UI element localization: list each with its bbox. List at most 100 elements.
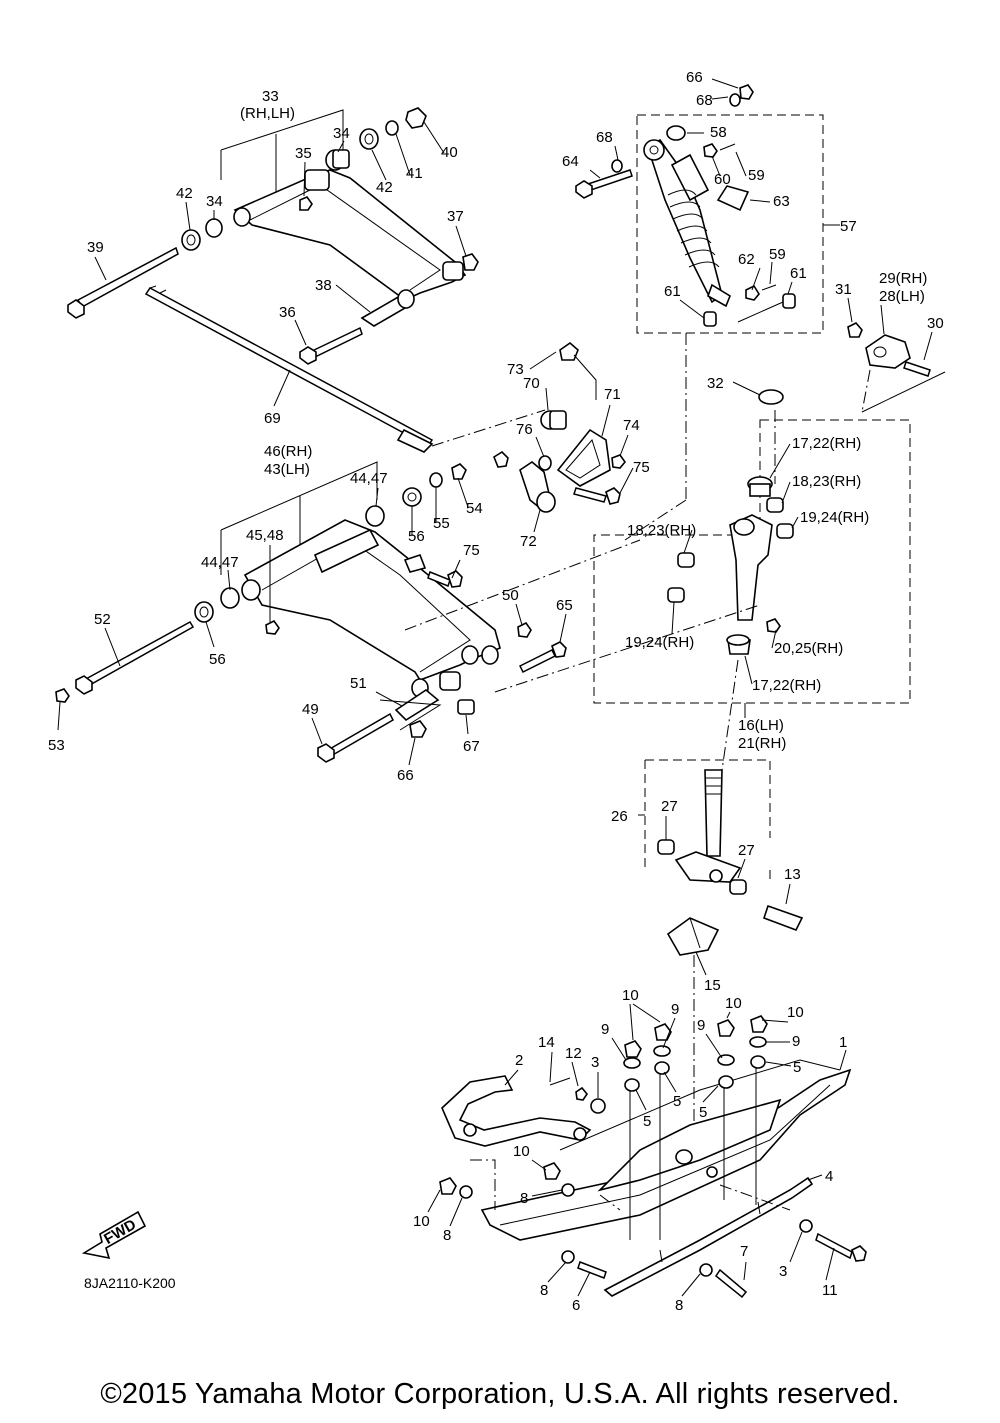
nut-12 [575, 1086, 588, 1101]
callout-57: 57 [840, 218, 857, 235]
shaft-69 [144, 285, 546, 453]
callout-20: 20,25(RH) [774, 640, 843, 657]
callout-18a: 18,23(RH) [792, 473, 861, 490]
stud-stack-3 [717, 1019, 735, 1200]
callout-68a: 68 [696, 92, 713, 109]
pivot-boss [304, 169, 330, 191]
callout-72: 72 [520, 533, 537, 550]
callout-1: 1 [839, 1034, 847, 1051]
callout-5c: 5 [673, 1093, 681, 1110]
callout-9c: 9 [697, 1017, 705, 1034]
bushing-27-left [657, 839, 675, 855]
collar-51 [394, 689, 440, 722]
callout-21: 21(RH) [738, 735, 786, 752]
nut-62 [745, 284, 760, 301]
callout-17b: 17,22(RH) [752, 677, 821, 694]
nipple-45-48 [265, 619, 280, 635]
callout-42a: 42 [376, 179, 393, 196]
callout-37: 37 [447, 208, 464, 225]
callout-10e: 10 [413, 1213, 430, 1230]
callout-5d: 5 [699, 1104, 707, 1121]
washer-55 [429, 472, 443, 488]
callout-71: 71 [604, 386, 621, 403]
callout-26: 26 [611, 808, 628, 825]
callout-27a: 27 [661, 798, 678, 815]
callout-30: 30 [927, 315, 944, 332]
callout-41: 41 [406, 165, 423, 182]
link-parts [493, 341, 627, 513]
washer-42-lower [181, 229, 201, 251]
callout-66b: 66 [397, 767, 414, 784]
steering-column-assembly [593, 410, 911, 771]
bolt-30 [903, 361, 931, 377]
callout-45-48: 45,48 [246, 527, 284, 544]
callout-59b: 59 [769, 246, 786, 263]
callout-19b: 19,24(RH) [625, 634, 694, 651]
callout-66a: 66 [686, 69, 703, 86]
bushing-44-upper [365, 505, 385, 527]
callout-75a: 75 [633, 459, 650, 476]
callout-16: 16(LH) [738, 717, 784, 734]
callout-33-sides: (RH,LH) [240, 105, 295, 122]
nut-40 [405, 107, 427, 129]
callout-76: 76 [516, 421, 533, 438]
nut-50 [517, 621, 532, 638]
bushing-44-lower [220, 587, 240, 609]
callout-27b: 27 [738, 842, 755, 859]
callout-17a: 17,22(RH) [792, 435, 861, 452]
callout-36: 36 [279, 304, 296, 321]
washer-3-lower [799, 1219, 813, 1233]
callout-62: 62 [738, 251, 755, 268]
callout-6: 6 [572, 1297, 580, 1314]
callout-51: 51 [350, 675, 367, 692]
nipple-53 [55, 688, 70, 703]
stud-stack-2 [653, 1023, 672, 1240]
washer-68-top [729, 93, 741, 107]
callout-34b: 34 [206, 193, 223, 210]
callout-29: 29(RH) [879, 270, 927, 287]
bolt-75-upper [573, 487, 607, 503]
cover-63 [716, 185, 750, 212]
callout-34a: 34 [333, 125, 350, 142]
washer-8-bottom [561, 1250, 575, 1264]
bushing-34-lower [205, 218, 223, 238]
callout-8a: 8 [520, 1190, 528, 1207]
callout-68b: 68 [596, 129, 613, 146]
spindle-26 [704, 769, 723, 857]
column-16-21 [729, 514, 773, 621]
nut-54 [451, 463, 467, 480]
callout-59a: 59 [748, 167, 765, 184]
callout-10b: 10 [725, 995, 742, 1012]
callout-31: 31 [835, 281, 852, 298]
callout-44-47b: 44,47 [201, 554, 239, 571]
nut-10-mid [543, 1162, 561, 1180]
handle-2 [441, 1075, 592, 1147]
bolt-36 [308, 326, 363, 360]
callout-12: 12 [565, 1045, 582, 1062]
leader-lines [57, 78, 933, 1297]
callout-70: 70 [523, 375, 540, 392]
callout-9d: 9 [792, 1033, 800, 1050]
washer-8-mid [561, 1183, 575, 1197]
nut-66-lower [409, 720, 427, 738]
callout-8d: 8 [675, 1297, 683, 1314]
link-71 [556, 428, 611, 487]
callout-50: 50 [502, 587, 519, 604]
callout-3b: 3 [779, 1263, 787, 1280]
callout-56b: 56 [209, 651, 226, 668]
diagram-code: 8JA2110-K200 [84, 1275, 176, 1291]
callout-52: 52 [94, 611, 111, 628]
callout-53: 53 [48, 737, 65, 754]
ski-assembly [81, 1015, 867, 1299]
washer-56-lower [194, 601, 214, 623]
washer-8-right [699, 1263, 713, 1277]
bolt-11 [815, 1232, 853, 1260]
collar-58 [666, 125, 686, 141]
callout-8c: 8 [540, 1282, 548, 1299]
callout-46: 46(RH) [264, 443, 312, 460]
nut-37 [462, 253, 479, 271]
bushing-61-right [782, 293, 796, 309]
callout-19a: 19,24(RH) [800, 509, 869, 526]
callout-9b: 9 [601, 1021, 609, 1038]
callout-58: 58 [710, 124, 727, 141]
